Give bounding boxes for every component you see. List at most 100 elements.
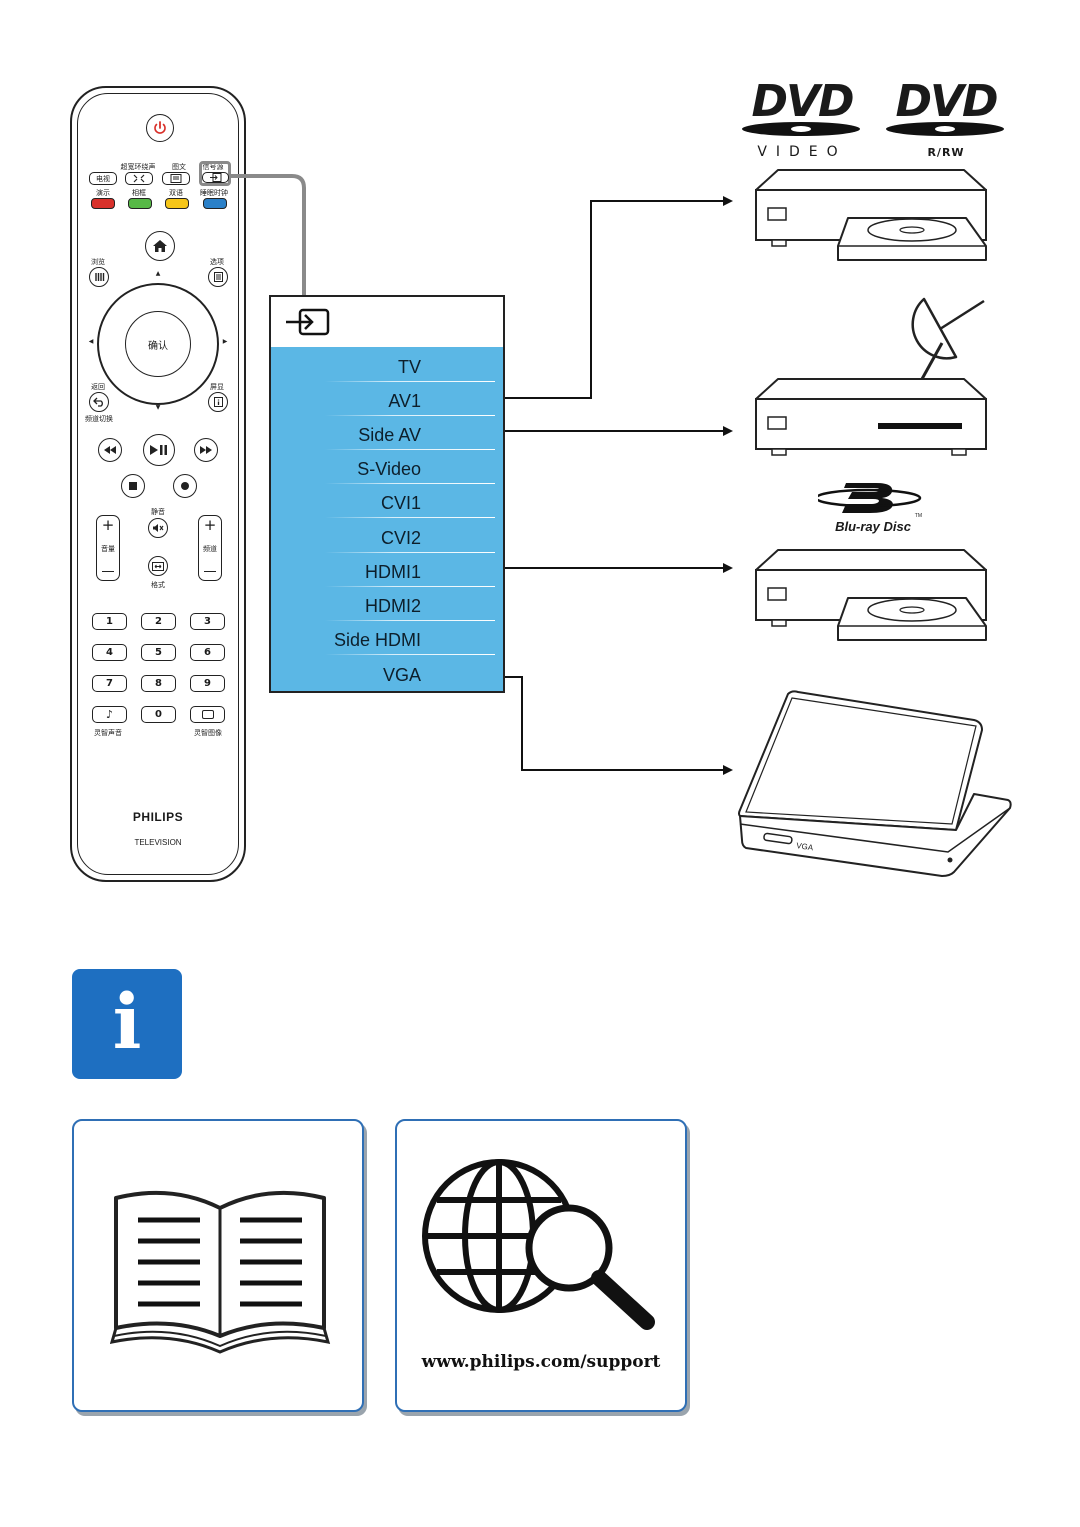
home-button[interactable] (145, 231, 175, 261)
record-button[interactable] (173, 474, 197, 498)
key-4[interactable]: 4 (92, 644, 127, 661)
bluray-disc-icon (814, 483, 922, 513)
dvd-logo-word: DVD (751, 76, 854, 127)
menu-item-vga[interactable]: VGA (382, 665, 421, 685)
laptop-vga-label: VGA (796, 841, 815, 852)
menu-divider (325, 517, 495, 518)
key-7[interactable]: 7 (92, 675, 127, 692)
menu-divider (325, 620, 495, 621)
channel-rocker[interactable]: + 频道 (198, 515, 222, 581)
info-glyph: i (112, 977, 142, 1066)
power-button[interactable] (146, 114, 174, 142)
av1-arrow (490, 196, 733, 399)
blue-button[interactable] (203, 198, 227, 209)
menu-item-cvi2[interactable]: CVI2 (380, 528, 421, 548)
format-button[interactable] (148, 556, 168, 576)
menu-item-hdmi1[interactable]: HDMI1 (364, 562, 421, 582)
menu-item-side-av[interactable]: Side AV (358, 425, 421, 445)
info-button[interactable] (208, 392, 228, 412)
dvd-video-logo: DVD VIDEO (736, 76, 868, 164)
menu-item-tv[interactable]: TV (397, 357, 421, 377)
red-button[interactable] (91, 198, 115, 209)
dvd-logo-word: DVD (895, 76, 998, 127)
up-arrow-icon: ▲ (155, 270, 161, 277)
television-label: TELEVISION (134, 838, 182, 847)
dvd-logo-subtext: R/RW (927, 146, 965, 159)
smart-sound-label: 灵智声音 (94, 729, 122, 737)
fast-forward-button[interactable] (194, 438, 218, 462)
format-icon (152, 561, 164, 571)
bluray-player-icon (755, 549, 987, 641)
info-button-icon (213, 397, 223, 407)
demo-label: 演示 (96, 189, 110, 197)
teletext-label: 图文 (172, 163, 186, 171)
fast-forward-icon (200, 446, 212, 454)
key-3[interactable]: 3 (190, 613, 225, 630)
channel-up-icon: + (203, 516, 217, 534)
browse-button[interactable] (89, 267, 109, 287)
key-2[interactable]: 2 (141, 613, 176, 630)
teletext-button[interactable] (162, 172, 190, 185)
menu-item-av1[interactable]: AV1 (388, 391, 421, 411)
back-label: 返回 (91, 383, 105, 391)
back-icon (93, 397, 103, 407)
options-icon (213, 272, 223, 282)
menu-item-side-hdmi[interactable]: Side HDMI (333, 630, 421, 650)
bluray-logo: TM Blu-ray Disc (814, 479, 928, 537)
smart-sound-button[interactable]: ♪ (92, 706, 127, 723)
source-menu: TV AV1 Side AV S-Video CVI1 CVI2 HDMI1 H… (269, 295, 505, 693)
support-url-link[interactable]: www.philips.com/support (421, 1352, 661, 1372)
tv-button[interactable]: 电视 (89, 172, 117, 185)
menu-divider (325, 415, 495, 416)
menu-item-cvi1[interactable]: CVI1 (380, 493, 421, 513)
menu-divider (325, 483, 495, 484)
menu-divider (325, 552, 495, 553)
surround-icon (133, 174, 145, 183)
surround-button[interactable] (125, 172, 153, 185)
dvd-logo-disc (886, 122, 1004, 136)
browse-label: 浏览 (91, 258, 105, 266)
smart-picture-button[interactable] (190, 706, 225, 723)
menu-item-s-video[interactable]: S-Video (357, 459, 421, 479)
key-8[interactable]: 8 (141, 675, 176, 692)
source-button[interactable] (202, 172, 229, 183)
dvd-rw-logo: DVD R/RW (880, 76, 1012, 164)
ok-button[interactable]: 确认 (125, 311, 191, 377)
mute-button[interactable] (148, 518, 168, 538)
rewind-button[interactable] (98, 438, 122, 462)
key-0[interactable]: 0 (141, 706, 176, 723)
options-button[interactable] (208, 267, 228, 287)
rewind-icon (104, 446, 116, 454)
source-icon (286, 308, 330, 336)
stop-button[interactable] (121, 474, 145, 498)
key-5[interactable]: 5 (141, 644, 176, 661)
options-label: 选项 (210, 258, 224, 266)
key-1[interactable]: 1 (92, 613, 127, 630)
menu-divider (325, 654, 495, 655)
menu-divider (325, 381, 495, 382)
surround-label: 超宽环绕声 (120, 163, 156, 171)
volume-rocker[interactable]: + 音量 (96, 515, 120, 581)
smart-picture-label: 灵智图像 (194, 729, 222, 737)
back-button[interactable] (89, 392, 109, 412)
volume-up-icon: + (101, 516, 115, 534)
play-pause-button[interactable] (143, 434, 175, 466)
satellite-receiver-icon (755, 297, 987, 456)
bluray-wordmark: Blu-ray Disc (835, 519, 911, 534)
left-arrow-icon: ◀ (88, 338, 94, 345)
key-6[interactable]: 6 (190, 644, 225, 661)
home-icon (153, 240, 167, 252)
key-9[interactable]: 9 (190, 675, 225, 692)
source-to-menu-line (230, 174, 306, 295)
mute-label: 静音 (151, 508, 165, 516)
green-button[interactable] (128, 198, 152, 209)
dual-language-label: 双语 (169, 189, 183, 197)
channel-label: 频道 (203, 545, 217, 553)
menu-item-hdmi2[interactable]: HDMI2 (364, 596, 421, 616)
info-label: 屏显 (210, 383, 224, 391)
sleep-timer-label: 睡眠时钟 (200, 189, 228, 197)
mute-icon (153, 524, 164, 532)
down-arrow-icon: ▼ (155, 404, 161, 411)
yellow-button[interactable] (165, 198, 189, 209)
play-pause-icon (150, 445, 167, 455)
